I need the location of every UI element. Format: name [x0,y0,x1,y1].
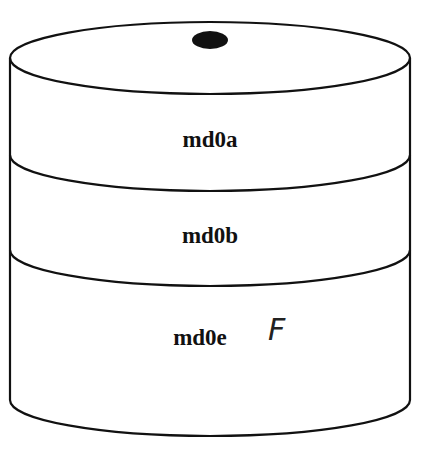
band-divider [10,250,410,286]
spindle-hole [192,31,228,49]
band-divider [10,155,410,191]
partition-band: md0e [165,317,235,359]
partition-band: md0a [175,119,246,161]
disk-top [10,22,410,94]
disk-side [9,58,11,400]
partition-name: md0a [183,127,238,152]
handwritten-note: F [268,315,285,345]
partition-name: md0b [182,223,239,248]
partition-name: md0e [173,325,227,350]
partition-band: md0b [174,215,247,257]
disk-bottom [10,400,410,436]
disk-side [409,58,411,400]
